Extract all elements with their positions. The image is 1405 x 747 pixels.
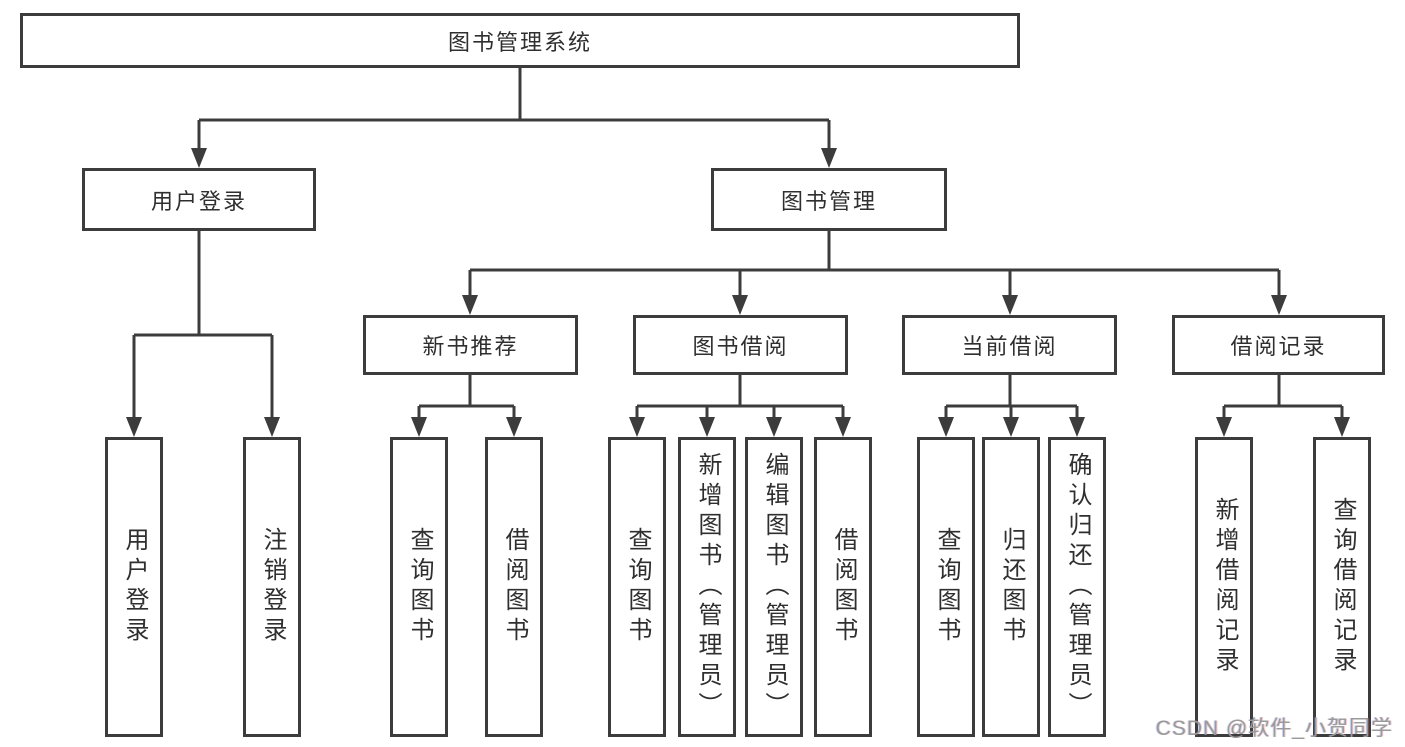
connector-root [197,68,831,150]
leaf-borrow-books-recommend: 借阅图书 [485,437,543,737]
node-library-management-system: 图书管理系统 [20,13,1020,68]
connector-user-login [132,231,274,419]
csdn-watermark: CSDN @软件_小贺同学 [1155,717,1393,740]
node-borrow-records: 借阅记录 [1172,315,1385,375]
leaf-edit-books-admin: 编辑图书（管理员） [745,437,803,737]
leaf-add-borrow-record: 新增借阅记录 [1195,437,1253,737]
node-book-management: 图书管理 [711,168,947,231]
connector-borrow-records [1222,375,1344,419]
node-user-login: 用户登录 [82,168,316,231]
leaf-confirm-return-admin: 确认归还（管理员） [1048,437,1106,737]
leaf-add-books-admin: 新增图书（管理员） [678,437,736,737]
connector-new-book-recommend [417,375,516,419]
leaf-query-books-borrow: 查询图书 [608,437,666,737]
node-book-borrow: 图书借阅 [633,315,848,375]
node-new-book-recommend: 新书推荐 [363,315,578,375]
leaf-query-books-current: 查询图书 [917,437,975,737]
connector-book-management [468,231,1281,297]
connector-book-borrow [635,375,845,419]
leaf-borrow-books: 借阅图书 [814,437,872,737]
leaf-return-books: 归还图书 [982,437,1040,737]
node-current-borrow: 当前借阅 [902,315,1117,375]
connector-current-borrow [944,375,1079,419]
leaf-query-borrow-record: 查询借阅记录 [1313,437,1371,737]
leaf-logout: 注销登录 [243,437,301,737]
leaf-user-login: 用户登录 [105,437,163,737]
leaf-query-books-recommend: 查询图书 [390,437,448,737]
